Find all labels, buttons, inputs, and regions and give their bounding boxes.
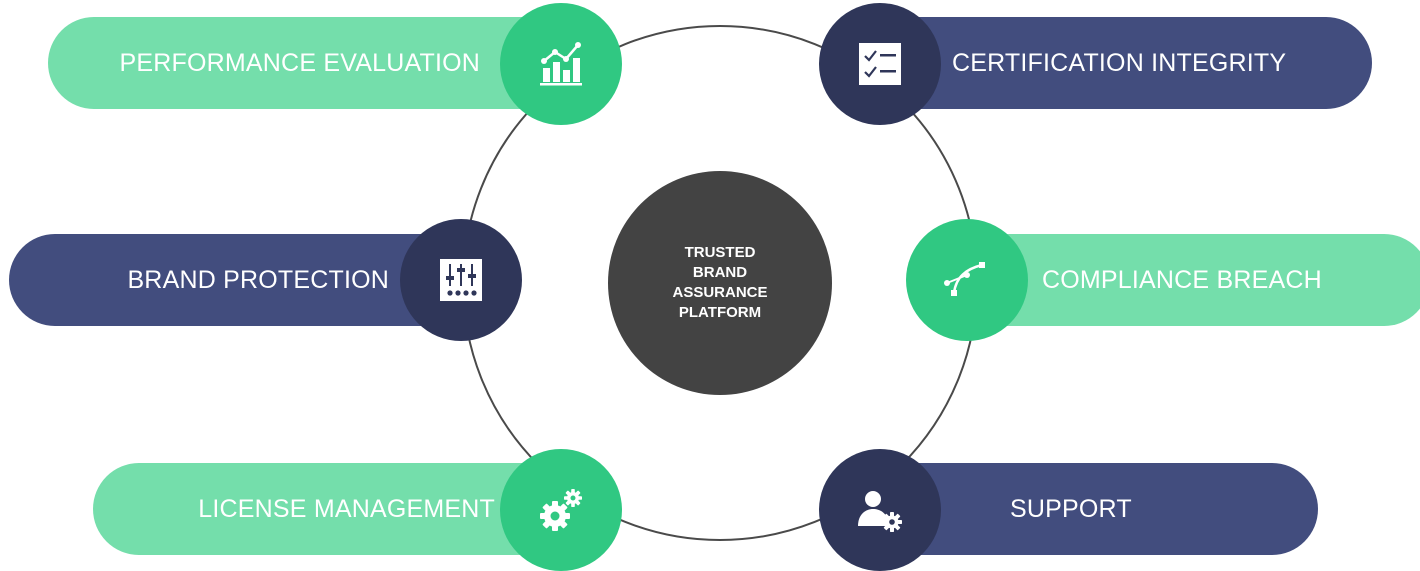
item-brand-protection: BRAND PROTECTION [9, 234, 469, 326]
badge-license-management [500, 449, 622, 571]
sliders-icon [440, 259, 482, 301]
item-label: PERFORMANCE EVALUATION [119, 48, 480, 77]
badge-performance-evaluation [500, 3, 622, 125]
checklist-icon [859, 43, 901, 85]
item-label: SUPPORT [1010, 494, 1132, 523]
center-title: TRUSTED BRAND ASSURANCE PLATFORM [672, 244, 768, 321]
badge-brand-protection [400, 219, 522, 341]
badge-certification-integrity [819, 3, 941, 125]
bezier-curve-icon [944, 262, 985, 296]
item-label: LICENSE MANAGEMENT [198, 494, 495, 523]
item-label: BRAND PROTECTION [127, 265, 389, 294]
gears-icon [540, 489, 582, 531]
item-compliance-breach: COMPLIANCE BREACH [960, 234, 1420, 326]
item-certification-integrity: CERTIFICATION INTEGRITY [872, 17, 1372, 109]
bar-chart-trend-icon [540, 42, 582, 86]
item-performance-evaluation: PERFORMANCE EVALUATION [48, 17, 568, 109]
user-settings-icon [858, 491, 902, 532]
item-support: SUPPORT [872, 463, 1318, 555]
badge-compliance-breach [906, 219, 1028, 341]
badge-support [819, 449, 941, 571]
center-hub: TRUSTED BRAND ASSURANCE PLATFORM [608, 171, 832, 395]
item-label: CERTIFICATION INTEGRITY [952, 48, 1287, 77]
item-license-management: LICENSE MANAGEMENT [93, 463, 573, 555]
item-label: COMPLIANCE BREACH [1042, 265, 1322, 294]
